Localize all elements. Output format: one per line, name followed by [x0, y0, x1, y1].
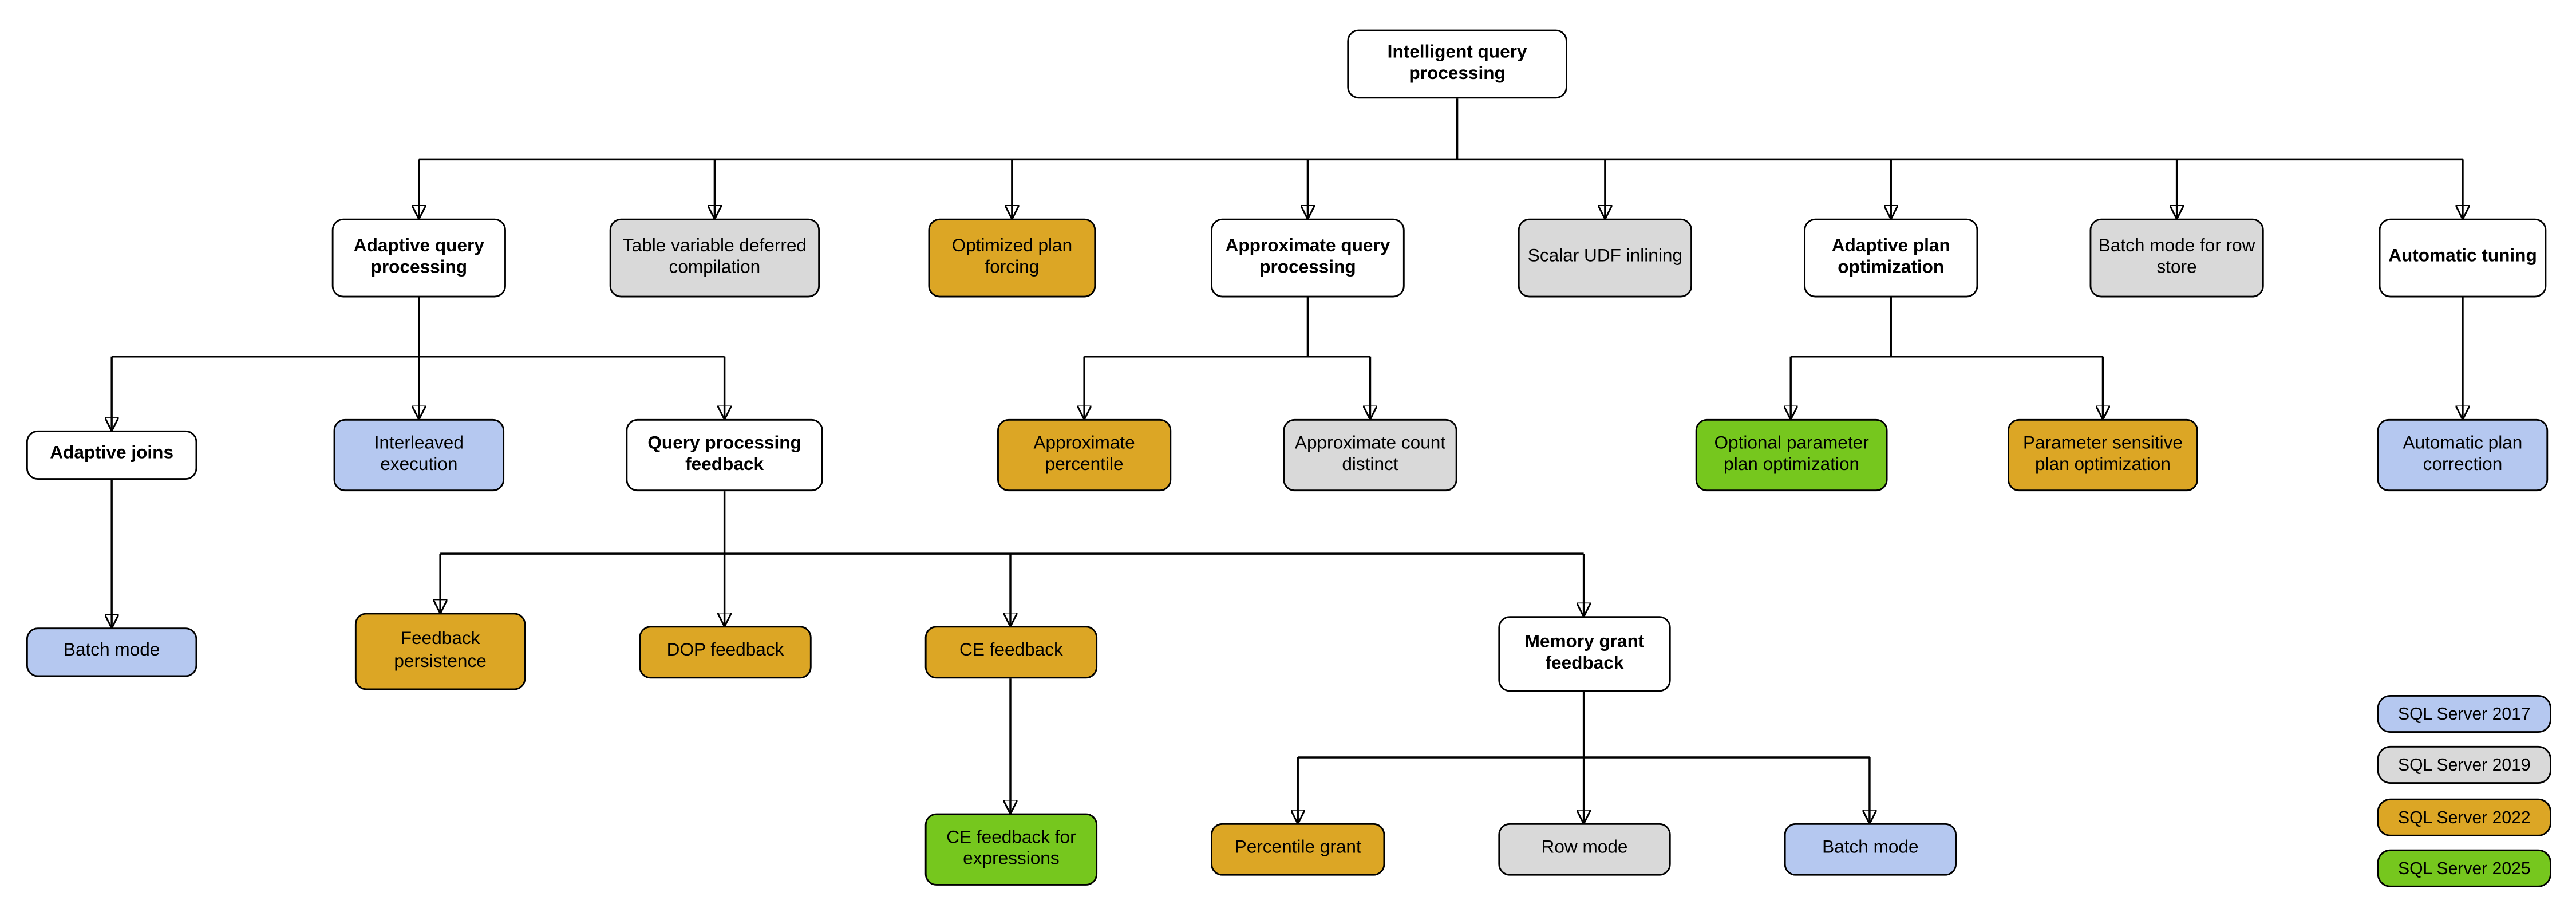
- node-adaptive-plan-optimization: Adaptive plan optimization: [1804, 218, 1978, 298]
- node-table-variable-deferred-compilation: Table variable deferred compilation: [609, 218, 820, 298]
- node-scalar-udf-inlining: Scalar UDF inlining: [1518, 218, 1692, 298]
- node-percentile-grant: Percentile grant: [1211, 823, 1385, 876]
- node-batch-mode-memory-grant: Batch mode: [1784, 823, 1957, 876]
- node-batch-mode-for-row-store: Batch mode for row store: [2089, 218, 2264, 298]
- node-approximate-query-processing: Approximate query processing: [1211, 218, 1405, 298]
- node-adaptive-joins: Adaptive joins: [26, 430, 197, 480]
- node-adaptive-query-processing: Adaptive query processing: [331, 218, 506, 298]
- node-parameter-sensitive-plan-optimization: Parameter sensitive plan optimization: [2008, 418, 2198, 492]
- node-ce-feedback: CE feedback: [924, 626, 1098, 679]
- node-feedback-persistence: Feedback persistence: [354, 613, 526, 690]
- node-approximate-count-distinct: Approximate count distinct: [1283, 418, 1457, 492]
- node-memory-grant-feedback: Memory grant feedback: [1498, 616, 1671, 692]
- node-intelligent-query-processing: Intelligent query processing: [1347, 29, 1567, 99]
- node-automatic-tuning: Automatic tuning: [2379, 218, 2547, 298]
- node-query-processing-feedback: Query processing feedback: [626, 418, 823, 492]
- node-automatic-plan-correction: Automatic plan correction: [2377, 418, 2549, 492]
- legend-sql-server-2022: SQL Server 2022: [2377, 798, 2551, 836]
- node-ce-feedback-for-expressions: CE feedback for expressions: [924, 813, 1098, 886]
- legend-sql-server-2017: SQL Server 2017: [2377, 694, 2551, 733]
- legend-sql-server-2025: SQL Server 2025: [2377, 849, 2551, 887]
- node-row-mode: Row mode: [1498, 823, 1671, 876]
- node-approximate-percentile: Approximate percentile: [997, 418, 1172, 492]
- node-optimized-plan-forcing: Optimized plan forcing: [928, 218, 1096, 298]
- node-batch-mode-adaptive-joins: Batch mode: [26, 627, 197, 677]
- legend-sql-server-2019: SQL Server 2019: [2377, 745, 2551, 784]
- node-optional-parameter-plan-optimization: Optional parameter plan optimization: [1695, 418, 1888, 492]
- node-interleaved-execution: Interleaved execution: [333, 418, 505, 492]
- node-dop-feedback: DOP feedback: [639, 626, 812, 679]
